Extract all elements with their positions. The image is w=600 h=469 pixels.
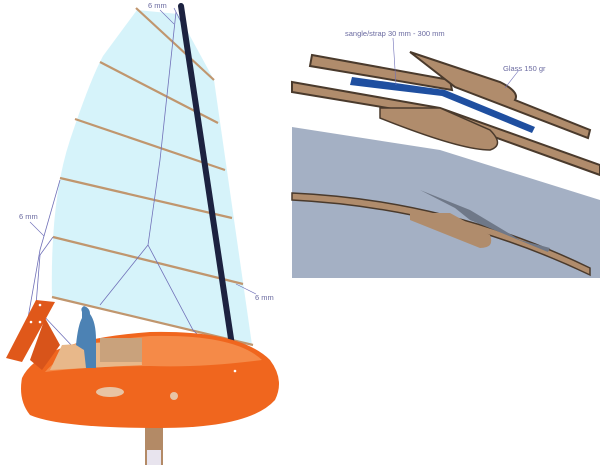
- batten-curve: [291, 192, 591, 277]
- rudder-arm: [30, 318, 60, 370]
- hull-port: [96, 387, 124, 397]
- strap-label: sangle/strap 30 mm - 300 mm: [345, 29, 445, 38]
- centreboard-tip: [147, 450, 161, 465]
- rig-points: [29, 303, 237, 373]
- batten-curve-plate: [410, 213, 492, 248]
- sail: [51, 10, 253, 345]
- batten-joint-detail: sangle/strap 30 mm - 300 mm Glass 150 gr: [291, 29, 600, 278]
- mast: [178, 3, 239, 375]
- batten-upper-right: [409, 51, 592, 140]
- batten-lower-plate: [379, 107, 499, 151]
- batten-upper-left: [308, 53, 454, 92]
- top-rope-label: 6 mm: [148, 1, 167, 10]
- sailor-figure: [76, 306, 96, 368]
- batten-curve-fin: [420, 190, 550, 252]
- glass-label: Glass 150 gr: [503, 64, 546, 73]
- seat: [100, 338, 142, 362]
- rudder-bracket: [6, 300, 55, 362]
- hull-hole: [170, 392, 178, 400]
- boat-render: 6 mm 6 mm 6 mm: [6, 1, 279, 465]
- right-rope-label: 6 mm: [255, 293, 274, 302]
- strap: [350, 77, 535, 133]
- left-rope-label: 6 mm: [19, 212, 38, 221]
